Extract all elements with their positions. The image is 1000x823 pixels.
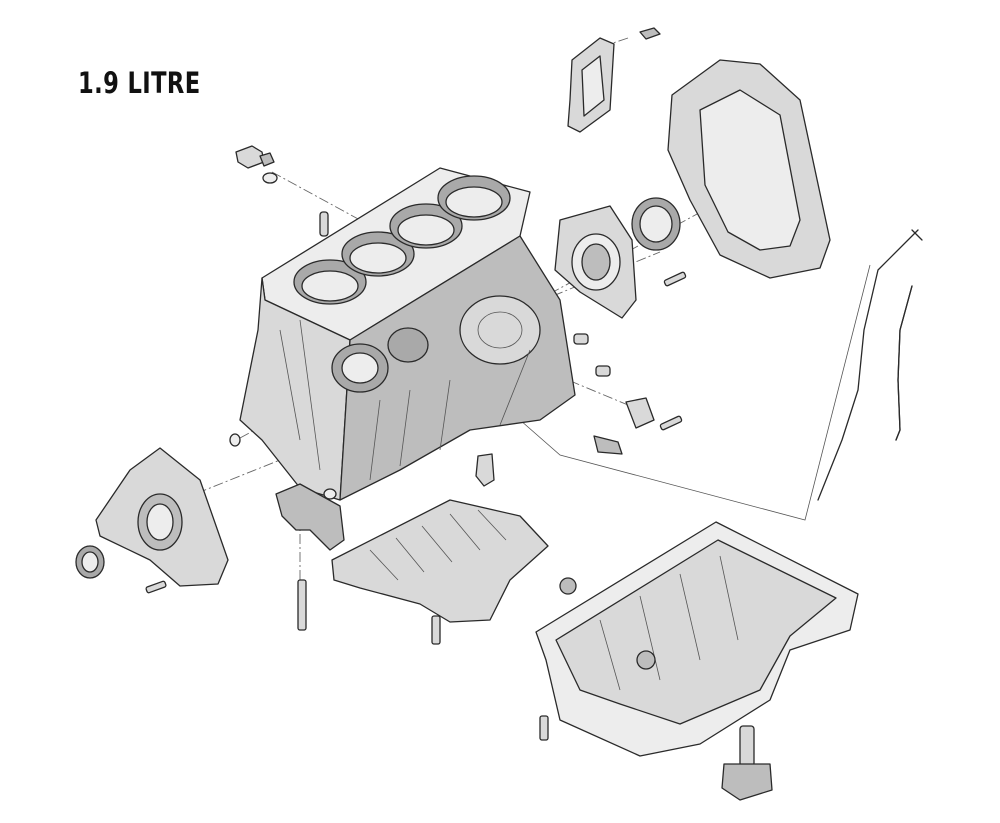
rear-oil-seal-housing: [554, 205, 637, 319]
oil-drain-plug: [539, 577, 577, 741]
main-bearing-cap: [275, 483, 345, 631]
dipstick: [817, 229, 923, 501]
front-crankshaft-oil-seal: [75, 545, 105, 579]
oil-spray-jet: [475, 453, 495, 487]
diagram-title: 1.9 LITRE: [78, 66, 201, 100]
coolant-flange-gasket: [567, 27, 661, 133]
baffle-plate: [331, 499, 549, 623]
baffle-bolt: [431, 615, 441, 645]
core-plug: [229, 433, 241, 447]
dipstick-guide-tube: [895, 285, 913, 441]
coolant-connector: [593, 397, 655, 455]
front-oil-seal-housing: [95, 447, 229, 587]
housing-bolts: [573, 271, 687, 431]
rear-crankshaft-oil-seal: [631, 197, 681, 251]
front-housing-bolt: [145, 580, 167, 594]
oil-level-sensor: [721, 725, 773, 801]
oil-pan: [535, 521, 859, 757]
oil-pressure-switch: [235, 145, 278, 184]
flywheel-housing-plate: [667, 59, 831, 279]
dowel-pin: [319, 211, 329, 237]
cylinder-block: [239, 167, 576, 501]
